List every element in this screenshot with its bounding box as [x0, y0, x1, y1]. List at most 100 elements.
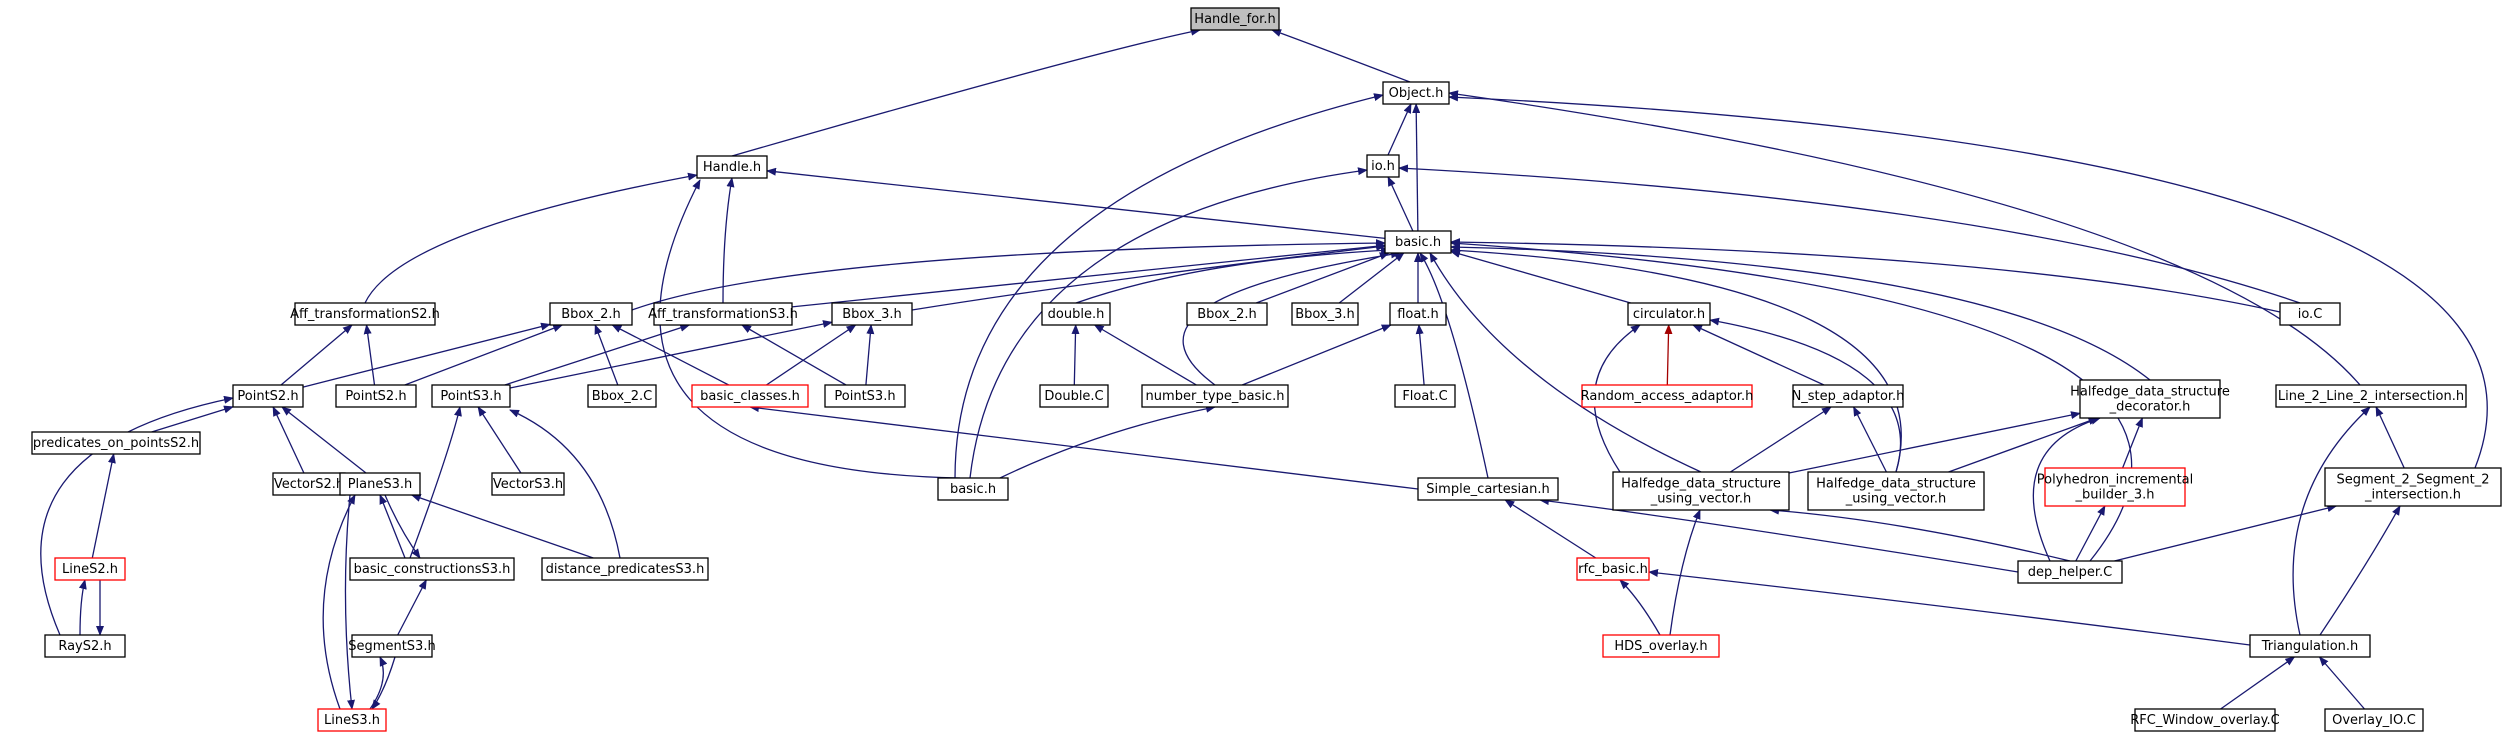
edge-hds_overlay-to-hdsv1	[1669, 509, 1701, 636]
node-double[interactable]: double.h	[1041, 302, 1111, 326]
node-doublec[interactable]: Double.C	[1039, 384, 1109, 408]
node-vectorS3[interactable]: VectorS3.h	[491, 472, 565, 496]
node-box	[937, 477, 1009, 501]
node-triangulation[interactable]: Triangulation.h	[2249, 634, 2371, 658]
node-raa[interactable]: Random_access_adaptor.h	[1581, 384, 1754, 408]
node-lineS2[interactable]: LineS2.h	[54, 557, 126, 581]
node-rfc-basic[interactable]: rfc_basic.h	[1576, 557, 1650, 581]
node-label: basic.h	[950, 482, 996, 497]
node-box	[824, 384, 906, 408]
edge-hdsv1-to-basic	[1429, 252, 1702, 473]
node-bbox3h-b[interactable]: Bbox_3.h	[1291, 302, 1359, 326]
edge-dist_pred-to-planeS3	[410, 494, 594, 559]
node-label: N_step_adaptor.h	[1792, 389, 1905, 404]
node-rayS2[interactable]: RayS2.h	[44, 634, 126, 658]
node-floatc[interactable]: Float.C	[1394, 384, 1456, 408]
edge-ioc-to-basic	[1450, 238, 2281, 313]
edge-hdsv1-to-nstep	[1730, 406, 1832, 473]
edge-simple_cart-to-basic	[1419, 252, 1489, 479]
node-label: Simple_cartesian.h	[1426, 482, 1549, 497]
node-hdsd[interactable]: Halfedge_data_structure_decorator.h	[2070, 379, 2230, 419]
node-nstep[interactable]: N_step_adaptor.h	[1792, 384, 1905, 408]
node-polyinc[interactable]: Polyhedron_incremental_builder_3.h	[2037, 467, 2194, 507]
edge-basic2-to-object	[954, 93, 1384, 479]
edge-doublec-to-double	[1071, 324, 1080, 386]
node-basic[interactable]: basic.h	[1384, 230, 1452, 254]
node-aff3[interactable]: Aff_transformationS3.h	[648, 302, 798, 326]
node-dist-pred[interactable]: distance_predicatesS3.h	[541, 557, 709, 581]
node-label: number_type_basic.h	[1146, 389, 1285, 404]
node-label: io.h	[1371, 159, 1395, 174]
node-float[interactable]: float.h	[1389, 302, 1447, 326]
node-box	[691, 384, 809, 408]
edge-ioc-to-io	[1398, 164, 2301, 304]
node-box	[1581, 384, 1753, 408]
edge-s2s2-to-object	[1448, 93, 2488, 469]
node-planeS3[interactable]: PlaneS3.h	[339, 472, 421, 496]
node-aff2[interactable]: Aff_transformationS2.h	[290, 302, 440, 326]
node-vectorS2[interactable]: VectorS2.h	[272, 472, 346, 496]
node-box	[1612, 471, 1790, 511]
node-label: io.C	[2298, 307, 2323, 322]
node-label: dep_helper.C	[2028, 565, 2112, 580]
node-circulator[interactable]: circulator.h	[1627, 302, 1711, 326]
node-bbox2h-b[interactable]: Bbox_2.h	[1186, 302, 1268, 326]
node-label: VectorS3.h	[493, 477, 563, 492]
node-box	[232, 384, 304, 408]
node-io[interactable]: io.h	[1366, 154, 1400, 178]
node-segmentS3[interactable]: SegmentS3.h	[348, 634, 436, 658]
node-basic2[interactable]: basic.h	[937, 477, 1009, 501]
node-label: Aff_transformationS2.h	[290, 307, 440, 322]
node-dep-helper[interactable]: dep_helper.C	[2017, 560, 2123, 584]
node-label: _intersection.h	[2364, 488, 2461, 503]
edge-hds_overlay-to-rfc_basic	[1619, 579, 1661, 636]
node-rfc-window[interactable]: RFC_Window_overlay.C	[2130, 708, 2280, 732]
node-hds-overlay[interactable]: HDS_overlay.h	[1602, 634, 1720, 658]
node-lineS3[interactable]: LineS3.h	[317, 708, 387, 732]
node-box	[1366, 154, 1400, 178]
node-basic-classes[interactable]: basic_classes.h	[691, 384, 809, 408]
node-hdsv2[interactable]: Halfedge_data_structure_using_vector.h	[1807, 471, 1985, 511]
edge-lineS2-to-predS2	[91, 453, 116, 559]
node-bbox2h[interactable]: Bbox_2.h	[549, 302, 633, 326]
edge-bbox3h-to-basic	[911, 243, 1386, 311]
node-overlay-io[interactable]: Overlay_IO.C	[2324, 708, 2424, 732]
node-pointS2[interactable]: PointS2.h	[232, 384, 304, 408]
node-handle[interactable]: Handle.h	[696, 155, 768, 179]
node-handle-for[interactable]: Handle_for.h	[1190, 7, 1280, 31]
node-box	[1394, 384, 1456, 408]
node-box	[349, 557, 515, 581]
node-ntb[interactable]: number_type_basic.h	[1141, 384, 1289, 408]
edge-handle-to-handle_for	[731, 27, 1201, 157]
edge-s2s2-to-l2l2	[2375, 406, 2405, 469]
node-box	[2279, 302, 2341, 326]
edge-bbox2c-to-bbox2h	[594, 324, 619, 386]
edge-planeS3-to-basic_cons	[384, 494, 421, 559]
edge-pointS2-to-aff2	[280, 324, 353, 386]
edge-raa-to-circulator	[1664, 324, 1673, 386]
node-box	[2044, 467, 2186, 507]
node-predS2[interactable]: predicates_on_pointsS2.h	[31, 431, 201, 455]
node-box	[1602, 634, 1720, 658]
node-l2l2[interactable]: Line_2_Line_2_intersection.h	[2275, 384, 2467, 408]
edge-simple_cart-to-basic_classes	[749, 404, 1419, 490]
node-basic-cons[interactable]: basic_constructionsS3.h	[349, 557, 515, 581]
node-box	[2134, 708, 2276, 732]
edge-hdsv2-to-circulator	[1709, 317, 1902, 473]
node-label: Random_access_adaptor.h	[1581, 389, 1754, 404]
node-object[interactable]: Object.h	[1382, 81, 1450, 105]
node-label: _using_vector.h	[1650, 492, 1752, 507]
edge-triangulation-to-rfc_basic	[1648, 569, 2251, 646]
node-ioc[interactable]: io.C	[2279, 302, 2341, 326]
node-point2[interactable]: PointS2.h	[335, 384, 417, 408]
node-pointS3[interactable]: PointS3.h	[431, 384, 511, 408]
node-s2s2[interactable]: Segment_2_Segment_2_intersection.h	[2324, 467, 2502, 507]
node-simple-cart[interactable]: Simple_cartesian.h	[1417, 477, 1559, 501]
node-point3[interactable]: PointS3.h	[824, 384, 906, 408]
node-box	[1807, 471, 1985, 511]
node-bbox2c[interactable]: Bbox_2.C	[587, 384, 657, 408]
node-bbox3h[interactable]: Bbox_3.h	[831, 302, 913, 326]
node-hdsv1[interactable]: Halfedge_data_structure_using_vector.h	[1612, 471, 1790, 511]
node-box	[1417, 477, 1559, 501]
node-label: Halfedge_data_structure	[1621, 477, 1781, 492]
